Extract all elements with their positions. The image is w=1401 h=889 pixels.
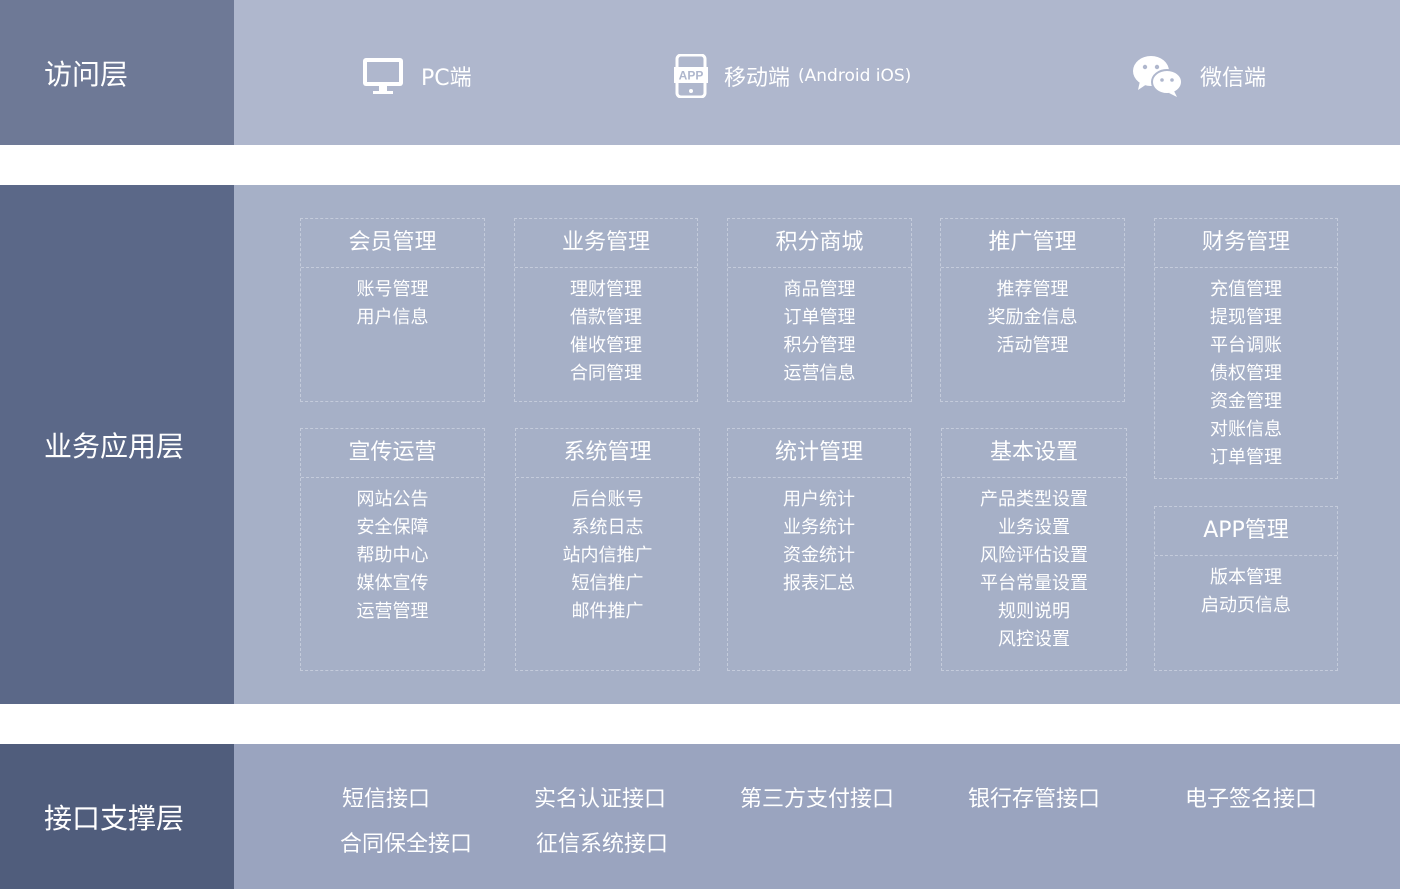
module-item: 商品管理 (783, 279, 856, 300)
module-item: 奖励金信息 (987, 307, 1078, 328)
module-title: 财务管理 (1155, 219, 1337, 268)
module-item: 债权管理 (1210, 363, 1282, 384)
module-item: 提现管理 (1210, 307, 1282, 328)
module-list: 商品管理订单管理积分管理运营信息 (728, 268, 911, 388)
module-list: 后台账号系统日志站内信推广短信推广邮件推广 (516, 478, 699, 626)
module-list: 账号管理用户信息 (301, 268, 484, 332)
module-title: 宣传运营 (301, 429, 484, 478)
module-item: 规则说明 (998, 601, 1070, 622)
interface-layer-label: 接口支撑层 (0, 744, 234, 889)
module-title: APP管理 (1155, 507, 1337, 556)
module-system: 系统管理 后台账号系统日志站内信推广短信推广邮件推广 (515, 428, 700, 671)
module-item: 资金管理 (1210, 391, 1282, 412)
interface-item: 合同保全接口 (340, 832, 473, 857)
access-layer-panel: PC端 APP 移动端 (Android iOS) 微信端 (234, 0, 1400, 145)
module-item: 账号管理 (356, 279, 429, 300)
module-app: APP管理 版本管理启动页信息 (1154, 506, 1338, 671)
module-list: 版本管理启动页信息 (1155, 556, 1337, 620)
monitor-icon (363, 58, 403, 94)
module-list: 推荐管理奖励金信息活动管理 (941, 268, 1124, 360)
module-list: 网站公告安全保障帮助中心媒体宣传运营管理 (301, 478, 484, 626)
module-item: 报表汇总 (783, 573, 855, 594)
interface-item: 第三方支付接口 (740, 787, 895, 812)
access-item-mobile-label: 移动端 (724, 66, 791, 91)
app-icon-text: APP (679, 69, 704, 83)
module-list: 用户统计业务统计资金统计报表汇总 (728, 478, 910, 598)
module-item: 借款管理 (570, 307, 642, 328)
access-item-wechat: 微信端 (1132, 54, 1266, 98)
module-list: 理财管理借款管理催收管理合同管理 (515, 268, 697, 388)
module-item: 短信推广 (571, 573, 644, 594)
business-layer-label: 业务应用层 (0, 185, 234, 704)
module-title: 统计管理 (728, 429, 910, 478)
module-item: 对账信息 (1210, 419, 1282, 440)
interface-item: 征信系统接口 (536, 832, 669, 857)
access-item-pc-label: PC端 (421, 66, 472, 91)
module-item: 启动页信息 (1201, 595, 1291, 616)
module-item: 系统日志 (571, 517, 644, 538)
access-item-mobile: APP 移动端 (Android iOS) (674, 54, 911, 98)
module-item: 安全保障 (356, 517, 429, 538)
access-item-wechat-label: 微信端 (1200, 66, 1267, 91)
interface-item: 银行存管接口 (968, 787, 1101, 812)
business-layer-panel: 会员管理 账号管理用户信息 业务管理 理财管理借款管理催收管理合同管理 积分商城… (234, 185, 1400, 704)
module-promotion: 推广管理 推荐管理奖励金信息活动管理 (940, 218, 1125, 402)
module-item: 用户统计 (783, 489, 855, 510)
module-item: 积分管理 (783, 335, 856, 356)
module-item: 推荐管理 (996, 279, 1069, 300)
module-list: 充值管理提现管理平台调账债权管理资金管理对账信息订单管理 (1155, 268, 1337, 472)
module-item: 风险评估设置 (980, 545, 1088, 566)
interface-item: 短信接口 (342, 787, 431, 812)
module-item: 订单管理 (1210, 447, 1282, 468)
module-item: 运营管理 (356, 601, 429, 622)
interface-item: 实名认证接口 (534, 787, 667, 812)
module-item: 活动管理 (996, 335, 1069, 356)
module-item: 媒体宣传 (356, 573, 429, 594)
interface-layer-panel: 短信接口 实名认证接口 第三方支付接口 银行存管接口 电子签名接口 合同保全接口… (234, 744, 1400, 889)
module-item: 平台常量设置 (980, 573, 1088, 594)
module-statistics: 统计管理 用户统计业务统计资金统计报表汇总 (727, 428, 911, 671)
module-item: 网站公告 (356, 489, 429, 510)
module-item: 运营信息 (783, 363, 856, 384)
module-title: 业务管理 (515, 219, 697, 268)
module-title: 系统管理 (516, 429, 699, 478)
module-item: 站内信推广 (562, 545, 653, 566)
module-title: 基本设置 (942, 429, 1126, 478)
wechat-icon (1133, 56, 1183, 97)
module-list: 产品类型设置业务设置风险评估设置平台常量设置规则说明风控设置 (942, 478, 1126, 654)
module-item: 合同管理 (570, 363, 642, 384)
module-item: 用户信息 (356, 307, 429, 328)
module-finance: 财务管理 充值管理提现管理平台调账债权管理资金管理对账信息订单管理 (1154, 218, 1338, 479)
interface-item: 电子签名接口 (1185, 787, 1318, 812)
module-basic-settings: 基本设置 产品类型设置业务设置风险评估设置平台常量设置规则说明风控设置 (941, 428, 1127, 671)
module-item: 业务统计 (783, 517, 855, 538)
access-layer-title: 访问层 (44, 57, 129, 91)
module-publicity: 宣传运营 网站公告安全保障帮助中心媒体宣传运营管理 (300, 428, 485, 671)
module-item: 版本管理 (1210, 567, 1282, 588)
module-item: 催收管理 (570, 335, 642, 356)
module-item: 理财管理 (570, 279, 642, 300)
access-item-pc: PC端 (361, 54, 472, 98)
module-item: 平台调账 (1210, 335, 1282, 356)
module-points-mall: 积分商城 商品管理订单管理积分管理运营信息 (727, 218, 912, 402)
module-item: 业务设置 (998, 517, 1070, 538)
access-item-mobile-sub: (Android iOS) (798, 66, 912, 86)
module-item: 充值管理 (1210, 279, 1282, 300)
module-item: 资金统计 (783, 545, 855, 566)
module-title: 推广管理 (941, 219, 1124, 268)
module-item: 产品类型设置 (980, 489, 1088, 510)
module-item: 帮助中心 (356, 545, 429, 566)
access-layer-label: 访问层 (0, 0, 234, 145)
module-title: 会员管理 (301, 219, 484, 268)
interface-layer-title: 接口支撑层 (44, 801, 185, 835)
module-title: 积分商城 (728, 219, 911, 268)
module-item: 后台账号 (571, 489, 644, 510)
module-member: 会员管理 账号管理用户信息 (300, 218, 485, 402)
module-business: 业务管理 理财管理借款管理催收管理合同管理 (514, 218, 698, 402)
module-item: 风控设置 (998, 629, 1070, 650)
module-item: 订单管理 (783, 307, 856, 328)
business-layer-title: 业务应用层 (44, 429, 185, 463)
module-item: 邮件推广 (571, 601, 644, 622)
app-phone-icon: APP (674, 54, 708, 98)
